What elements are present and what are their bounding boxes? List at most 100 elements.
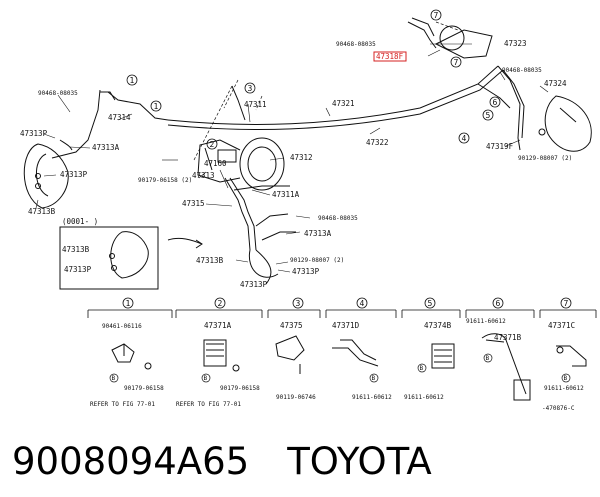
svg-text:1: 1	[126, 299, 131, 308]
svg-text:4: 4	[462, 134, 467, 143]
detail-7: 7 47371C B 91611-60612	[544, 297, 584, 392]
left-brake-disc	[23, 143, 69, 209]
detail-3: 3 47375 90119-06746	[276, 297, 316, 401]
label-47313B-a: 47313B	[28, 207, 56, 216]
brand-name: TOYOTA	[287, 440, 432, 483]
svg-text:4: 4	[360, 299, 365, 308]
svg-text:B: B	[420, 365, 424, 372]
svg-text:6: 6	[493, 98, 498, 107]
svg-text:47371D: 47371D	[332, 321, 360, 330]
detail-drawings	[111, 333, 587, 401]
detail-1: 1 90461-06116 B 90179-06158 REFER TO FIG…	[90, 297, 164, 408]
detail-labels: 1 90461-06116 B 90179-06158 REFER TO FIG…	[90, 297, 584, 412]
label-47322: 47322	[366, 138, 389, 147]
svg-text:3: 3	[296, 299, 301, 308]
dashed-leaders	[193, 21, 459, 161]
label-inset-range: (0001- )	[62, 217, 98, 226]
svg-text:90179-06158: 90179-06158	[220, 385, 260, 392]
label-47313: 47313	[192, 171, 215, 180]
leader-lines	[35, 43, 549, 273]
svg-text:47371B: 47371B	[494, 333, 522, 342]
callout-5: 5	[482, 109, 494, 121]
label-inset-47313P: 47313P	[64, 265, 92, 274]
part-number: 9008094A65	[12, 440, 250, 483]
svg-text:B: B	[112, 375, 116, 382]
highlight-box	[373, 51, 407, 62]
part-labels: 90468-08035 47323 47318F 90468-08035 473…	[20, 39, 572, 289]
brake-booster	[197, 137, 285, 191]
svg-text:47375: 47375	[280, 321, 303, 330]
label-90129-08007-a: 90129-08007 (2)	[518, 155, 572, 162]
svg-text:3: 3	[248, 84, 253, 93]
label-47313A-a: 47313A	[92, 143, 120, 152]
svg-text:90119-06746: 90119-06746	[276, 394, 316, 401]
detail-2: 2 47371A B 90179-06158 REFER TO FIG 77-0…	[176, 297, 260, 408]
svg-text:2: 2	[218, 299, 223, 308]
svg-text:5: 5	[486, 111, 491, 120]
callout-3: 3	[244, 82, 256, 94]
callout-1-mid: 1	[150, 100, 162, 112]
label-47323: 47323	[504, 39, 527, 48]
front-right-tube	[497, 65, 525, 151]
rear-components	[407, 17, 493, 59]
svg-text:REFER TO FIG 77-01: REFER TO FIG 77-01	[176, 401, 241, 408]
label-47314: 47314	[108, 113, 131, 122]
main-callouts: 1 1 2 3 4 5 6 7	[126, 9, 501, 150]
label-47313B-b: 47313B	[196, 256, 224, 265]
label-47313P-b: 47313P	[60, 170, 88, 179]
svg-text:47371A: 47371A	[204, 321, 232, 330]
label-90179-06158: 90179-06158 (2)	[138, 177, 192, 184]
svg-text:B: B	[204, 375, 208, 382]
label-47312: 47312	[290, 153, 313, 162]
bottom-center-tubes	[248, 249, 279, 285]
detail-6: 6 91611-60612 47371B B	[466, 297, 522, 363]
callout-1-top: 1	[126, 74, 138, 86]
callout-7-top: 7	[430, 9, 442, 21]
svg-text:7: 7	[454, 58, 459, 67]
label-90468-08035-b: 90468-08035	[502, 67, 542, 74]
label-47160: 47160	[204, 159, 227, 168]
svg-text:91611-60612: 91611-60612	[404, 394, 444, 401]
svg-text:1: 1	[154, 102, 159, 111]
label-inset-47313B: 47313B	[62, 245, 90, 254]
svg-text:REFER TO FIG 77-01: REFER TO FIG 77-01	[90, 401, 155, 408]
svg-text:91611-60612: 91611-60612	[352, 394, 392, 401]
svg-text:1: 1	[130, 76, 135, 85]
part-caption: 9008094A65 TOYOTA	[12, 434, 588, 490]
label-47313P-d: 47313P	[240, 280, 268, 289]
svg-text:B: B	[564, 375, 568, 382]
svg-text:47374B: 47374B	[424, 321, 452, 330]
svg-text:90179-06158: 90179-06158	[124, 385, 164, 392]
callout-2: 2	[206, 138, 218, 150]
diagram-code: -470876-C	[542, 405, 575, 412]
inset-box	[59, 226, 203, 290]
main-brake-tubes	[167, 65, 511, 131]
detail-5: 5 47374B B 91611-60612	[404, 297, 452, 401]
label-90468-08035-a: 90468-08035	[336, 41, 376, 48]
right-brake-disc	[538, 95, 592, 152]
detail-4: 4 47371D B 91611-60612	[332, 297, 392, 401]
label-47324: 47324	[544, 79, 567, 88]
svg-text:47371C: 47371C	[548, 321, 575, 330]
brake-line-diagram: 90468-08035 47323 47318F 90468-08035 473…	[20, 9, 597, 412]
callout-6: 6	[489, 96, 501, 108]
label-47315: 47315	[182, 199, 205, 208]
callout-4: 4	[458, 132, 470, 144]
label-47319F: 47319F	[486, 142, 514, 151]
svg-text:91611-60612: 91611-60612	[544, 385, 584, 392]
label-90468-08035-c: 90468-08035	[38, 90, 78, 97]
front-left-tube	[51, 89, 169, 159]
callout-7-low: 7	[450, 56, 462, 68]
detail-separators	[87, 309, 597, 318]
label-90468-08035-d: 90468-08035	[318, 215, 358, 222]
label-47311: 47311	[244, 100, 267, 109]
svg-text:5: 5	[428, 299, 433, 308]
label-47321: 47321	[332, 99, 355, 108]
label-47318F-highlighted: 47318F	[376, 52, 404, 61]
svg-text:91611-60612: 91611-60612	[466, 318, 506, 325]
label-47313A-b: 47313A	[304, 229, 332, 238]
lower-tubes	[224, 177, 296, 251]
svg-text:7: 7	[434, 11, 439, 20]
svg-text:B: B	[372, 375, 376, 382]
svg-text:90461-06116: 90461-06116	[102, 323, 142, 330]
